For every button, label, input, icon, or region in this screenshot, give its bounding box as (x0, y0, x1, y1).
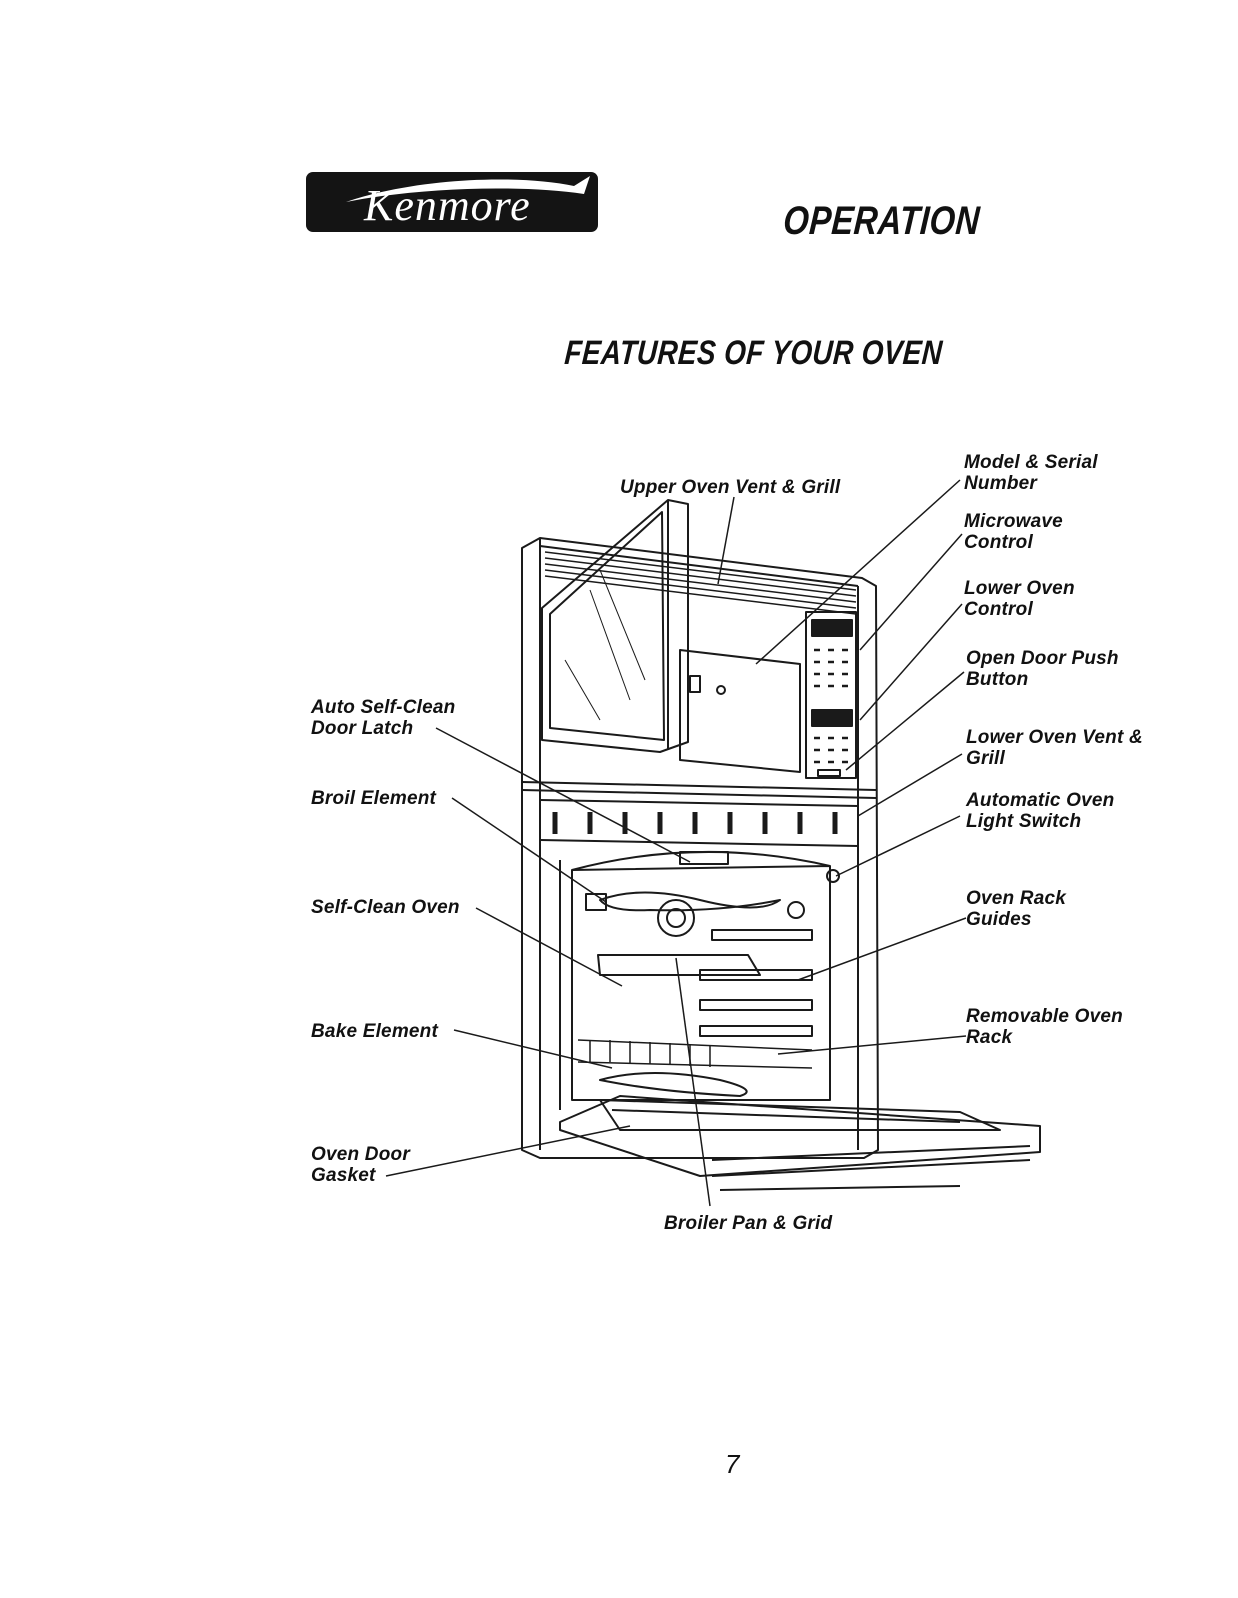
oven-light-switch-icon (826, 869, 840, 883)
logo-swoosh-icon (346, 176, 590, 202)
lower-oven-door (559, 1095, 1041, 1191)
oven-light-icon (657, 899, 695, 937)
label-automatic-light-switch: Automatic Oven Light Switch (966, 790, 1115, 832)
label-upper-oven-vent: Upper Oven Vent & Grill (620, 477, 841, 498)
leader-lines (385, 479, 967, 1207)
leader-lower-oven-control (859, 603, 963, 721)
label-oven-door-gasket: Oven Door Gasket (311, 1144, 410, 1186)
leader-microwave-control (859, 533, 963, 651)
label-removable-oven-rack: Removable Oven Rack (966, 1006, 1123, 1048)
leader-rack-guides (797, 917, 967, 981)
cabinet-outline (521, 537, 879, 1159)
leader-removable-rack (777, 1035, 967, 1055)
upper-vent-grill (544, 551, 857, 615)
lower-vent-grill (521, 781, 877, 847)
label-microwave-control: Microwave Control (964, 511, 1063, 553)
label-oven-rack-guides: Oven Rack Guides (966, 888, 1067, 930)
upper-oven-door (541, 499, 689, 753)
leader-upper-vent (717, 496, 735, 585)
leader-door-latch (435, 727, 691, 863)
control-panel (805, 611, 857, 779)
leader-broiler-pan (675, 957, 711, 1207)
leader-lower-vent (857, 753, 963, 817)
label-lower-oven-vent: Lower Oven Vent & Grill (966, 727, 1143, 769)
leader-light-switch (835, 815, 961, 877)
removable-oven-rack (577, 1039, 813, 1069)
upper-oven-cavity (679, 649, 801, 773)
leader-broil-element (451, 797, 607, 903)
label-model-serial: Model & Serial Number (964, 452, 1098, 494)
kenmore-logo: Kenmore (306, 172, 598, 232)
leader-bake-element (453, 1029, 613, 1069)
leader-gasket (385, 1125, 631, 1177)
page-number: 7 (725, 1449, 740, 1479)
brand-name: Kenmore (364, 181, 531, 230)
label-lower-oven-control: Lower Oven Control (964, 578, 1075, 620)
latch-hook (689, 675, 701, 693)
label-open-door-push-button: Open Door Push Button (966, 648, 1119, 690)
broil-element (599, 891, 781, 912)
leader-open-door (845, 671, 965, 771)
leader-self-clean (475, 907, 623, 987)
door-latch (679, 851, 729, 865)
label-auto-self-clean-latch: Auto Self-Clean Door Latch (311, 697, 456, 739)
latch-pin-icon (716, 685, 726, 695)
label-broiler-pan-grid: Broiler Pan & Grid (664, 1213, 833, 1234)
label-self-clean-oven: Self-Clean Oven (311, 897, 460, 918)
bake-element (599, 1072, 748, 1097)
oven-rack-guides (699, 929, 813, 1037)
leader-model-serial (755, 479, 961, 665)
label-bake-element: Bake Element (311, 1021, 439, 1042)
broiler-pan (597, 954, 761, 976)
label-broil-element: Broil Element (311, 788, 437, 809)
